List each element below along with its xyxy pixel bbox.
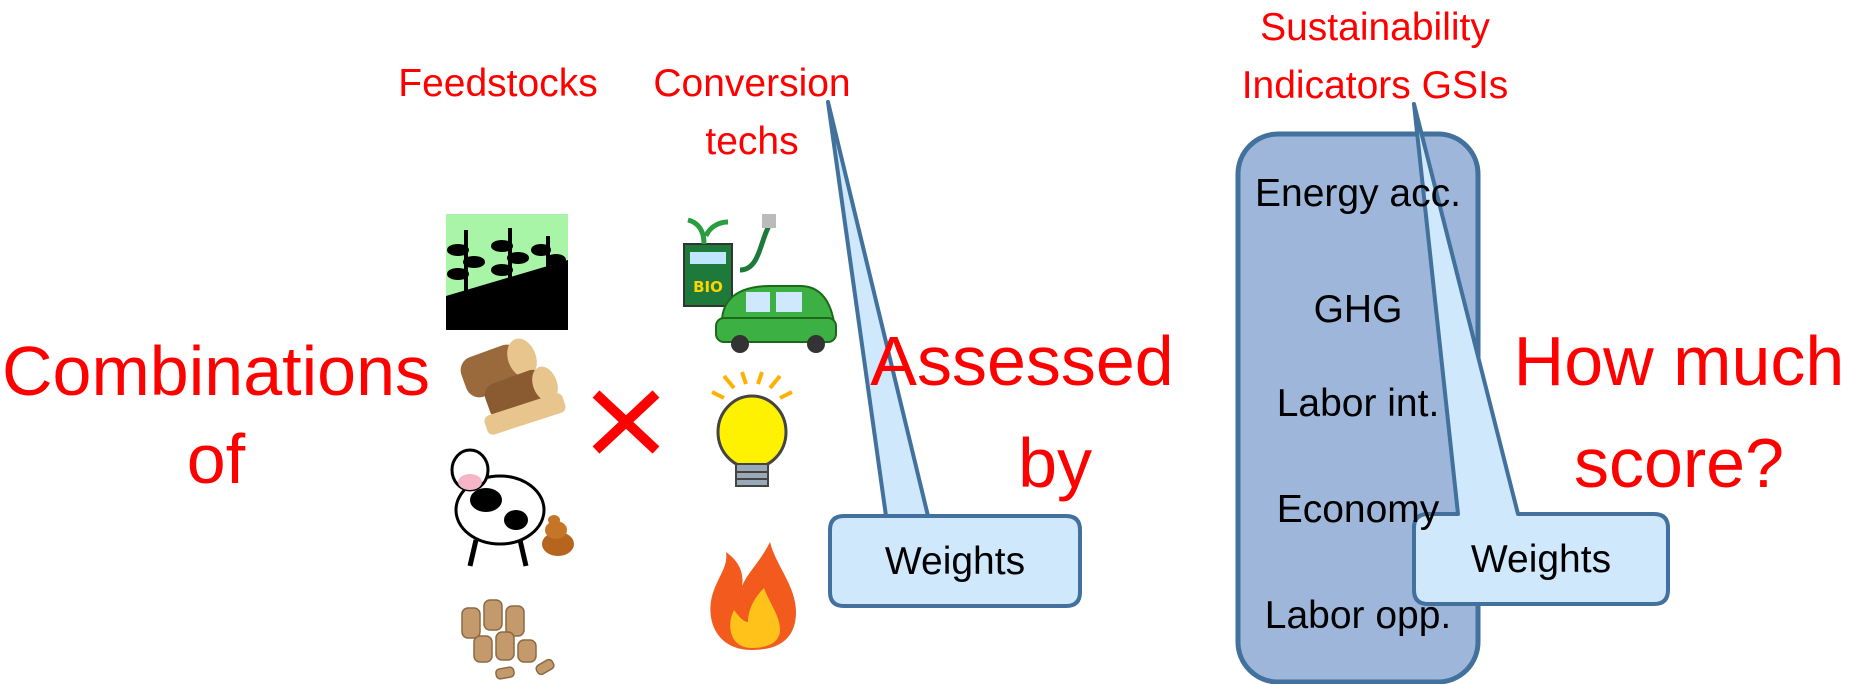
conversion-label-line2: techs (705, 120, 799, 163)
indicator-labor-opp: Labor opp. (1264, 594, 1452, 637)
wood-logs-icon (460, 338, 566, 435)
indicator-energy: Energy acc. (1255, 172, 1461, 215)
light-bulb-icon (711, 371, 793, 487)
sustainability-label-line1: Sustainability (1260, 6, 1490, 49)
howmuch-line2: score? (1573, 424, 1785, 502)
sustainability-label-line2: Indicators GSIs (1241, 64, 1509, 107)
biofuel-car-icon: BIO (683, 214, 837, 353)
svg-text:BIO: BIO (693, 278, 723, 296)
combinations-line2: of (186, 420, 246, 498)
crop-field-icon (446, 214, 568, 330)
indicator-labor-int: Labor int. (1276, 382, 1440, 425)
combinations-line1: Combinations (2, 332, 430, 410)
multiply-sign (592, 390, 660, 454)
pellets-icon (461, 599, 555, 680)
howmuch-line1: How much (1513, 322, 1845, 400)
right-callout-shape (1412, 102, 1670, 606)
indicator-economy: Economy (1276, 488, 1440, 531)
assessed-line2: by (1018, 424, 1092, 502)
left-callout-text: Weights (884, 540, 1026, 583)
indicator-ghg: GHG (1313, 288, 1403, 331)
cow-manure-icon (450, 448, 574, 567)
right-callout-text: Weights (1470, 538, 1612, 581)
assessed-line1: Assessed (870, 322, 1174, 400)
feedstocks-label: Feedstocks (398, 62, 598, 105)
fire-icon (710, 542, 796, 650)
conversion-label-line1: Conversion (653, 62, 851, 105)
left-callout-shape (826, 100, 1082, 608)
